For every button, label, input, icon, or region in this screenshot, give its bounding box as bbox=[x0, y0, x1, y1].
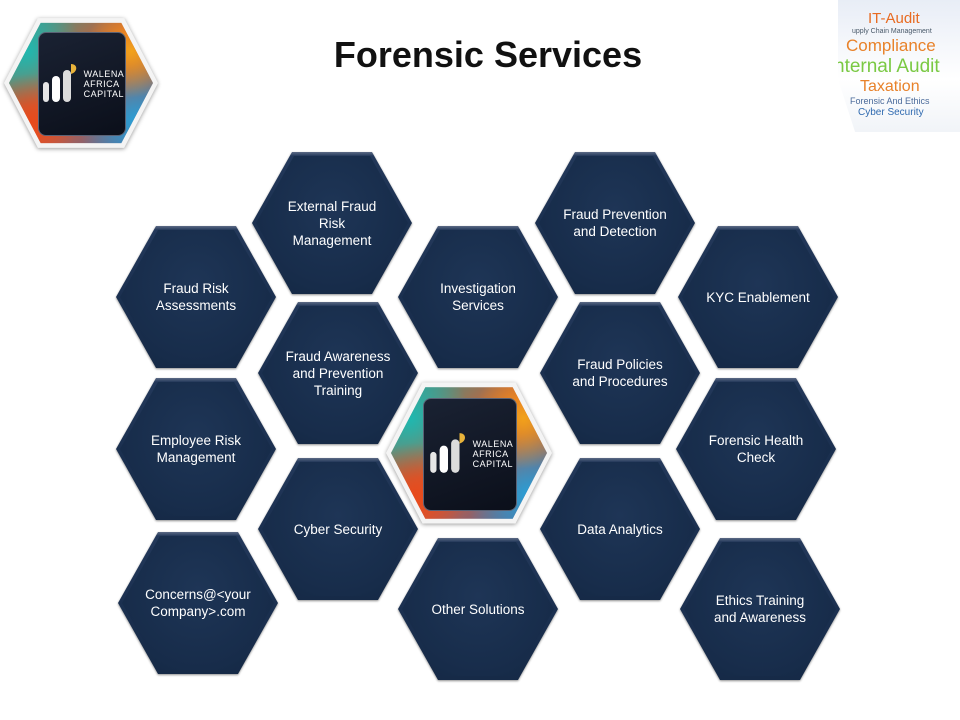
word-cloud-image: IT-Audit upply Chain Management Complian… bbox=[838, 0, 960, 132]
wordcloud-word: nternal Audit bbox=[838, 56, 940, 77]
wordcloud-word: Forensic And Ethics bbox=[850, 96, 930, 106]
hex-label: Fraud Risk Assessments bbox=[155, 281, 237, 313]
hex-forensic-health-check: Forensic Health Check bbox=[676, 378, 836, 520]
hex-fraud-policies-and-procedures: Fraud Policies and Procedures bbox=[540, 302, 700, 444]
walena-logo-icon bbox=[429, 433, 465, 473]
logo-line-1: WALENA bbox=[83, 68, 125, 79]
hex-label: Concerns@<your Company>.com bbox=[145, 587, 251, 619]
hex-label: Fraud Policies and Procedures bbox=[572, 357, 668, 389]
hex-cyber-security: Cyber Security bbox=[258, 458, 418, 600]
wordcloud-word: IT-Audit bbox=[868, 10, 920, 27]
hex-label: Ethics Training and Awareness bbox=[713, 593, 807, 625]
hex-label: Fraud Awareness and Prevention Training bbox=[285, 348, 391, 398]
hex-label: Other Solutions bbox=[431, 601, 525, 617]
center-logo: WALENA AFRICA CAPITAL bbox=[386, 378, 552, 528]
logo-line-2: AFRICA bbox=[472, 449, 509, 459]
logo-line-3: CAPITAL bbox=[472, 459, 513, 469]
wordcloud-word: upply Chain Management bbox=[852, 28, 932, 35]
hex-kyc-enablement: KYC Enablement bbox=[678, 226, 838, 368]
logo-line-1: WALENA bbox=[472, 439, 514, 449]
hex-ethics-training-and-awareness: Ethics Training and Awareness bbox=[680, 538, 840, 680]
company-logo: WALENA AFRICA CAPITAL bbox=[4, 14, 158, 152]
hex-other-solutions: Other Solutions bbox=[398, 538, 558, 680]
hex-label: Data Analytics bbox=[577, 521, 663, 537]
hex-concerns-email: Concerns@<your Company>.com bbox=[118, 532, 278, 674]
wordcloud-word: Cyber Security bbox=[858, 107, 924, 118]
hex-fraud-risk-assessments: Fraud Risk Assessments bbox=[116, 226, 276, 368]
walena-logo-icon bbox=[42, 63, 76, 102]
hex-data-analytics: Data Analytics bbox=[540, 458, 700, 600]
hex-label: Fraud Prevention and Detection bbox=[563, 207, 667, 239]
page-title: Forensic Services bbox=[333, 34, 643, 75]
hex-employee-risk-management: Employee Risk Management bbox=[116, 378, 276, 520]
hex-external-fraud-risk-management: External Fraud Risk Management bbox=[252, 152, 412, 294]
wordcloud-word: Taxation bbox=[860, 78, 920, 95]
logo-line-3: CAPITAL bbox=[83, 88, 124, 99]
hex-fraud-awareness-and-prevention-training: Fraud Awareness and Prevention Training bbox=[258, 302, 418, 444]
logo-line-2: AFRICA bbox=[83, 78, 120, 89]
hex-fraud-prevention-and-detection: Fraud Prevention and Detection bbox=[535, 152, 695, 294]
hex-label: Cyber Security bbox=[293, 521, 383, 537]
hex-label: Forensic Health Check bbox=[708, 433, 804, 465]
hex-label: KYC Enablement bbox=[706, 289, 810, 305]
hex-label: External Fraud Risk Management bbox=[287, 198, 377, 248]
wordcloud-word: Compliance bbox=[846, 36, 936, 55]
hex-label: Investigation Services bbox=[440, 281, 516, 313]
hex-investigation-services: Investigation Services bbox=[398, 226, 558, 368]
hex-label: Employee Risk Management bbox=[150, 433, 242, 465]
